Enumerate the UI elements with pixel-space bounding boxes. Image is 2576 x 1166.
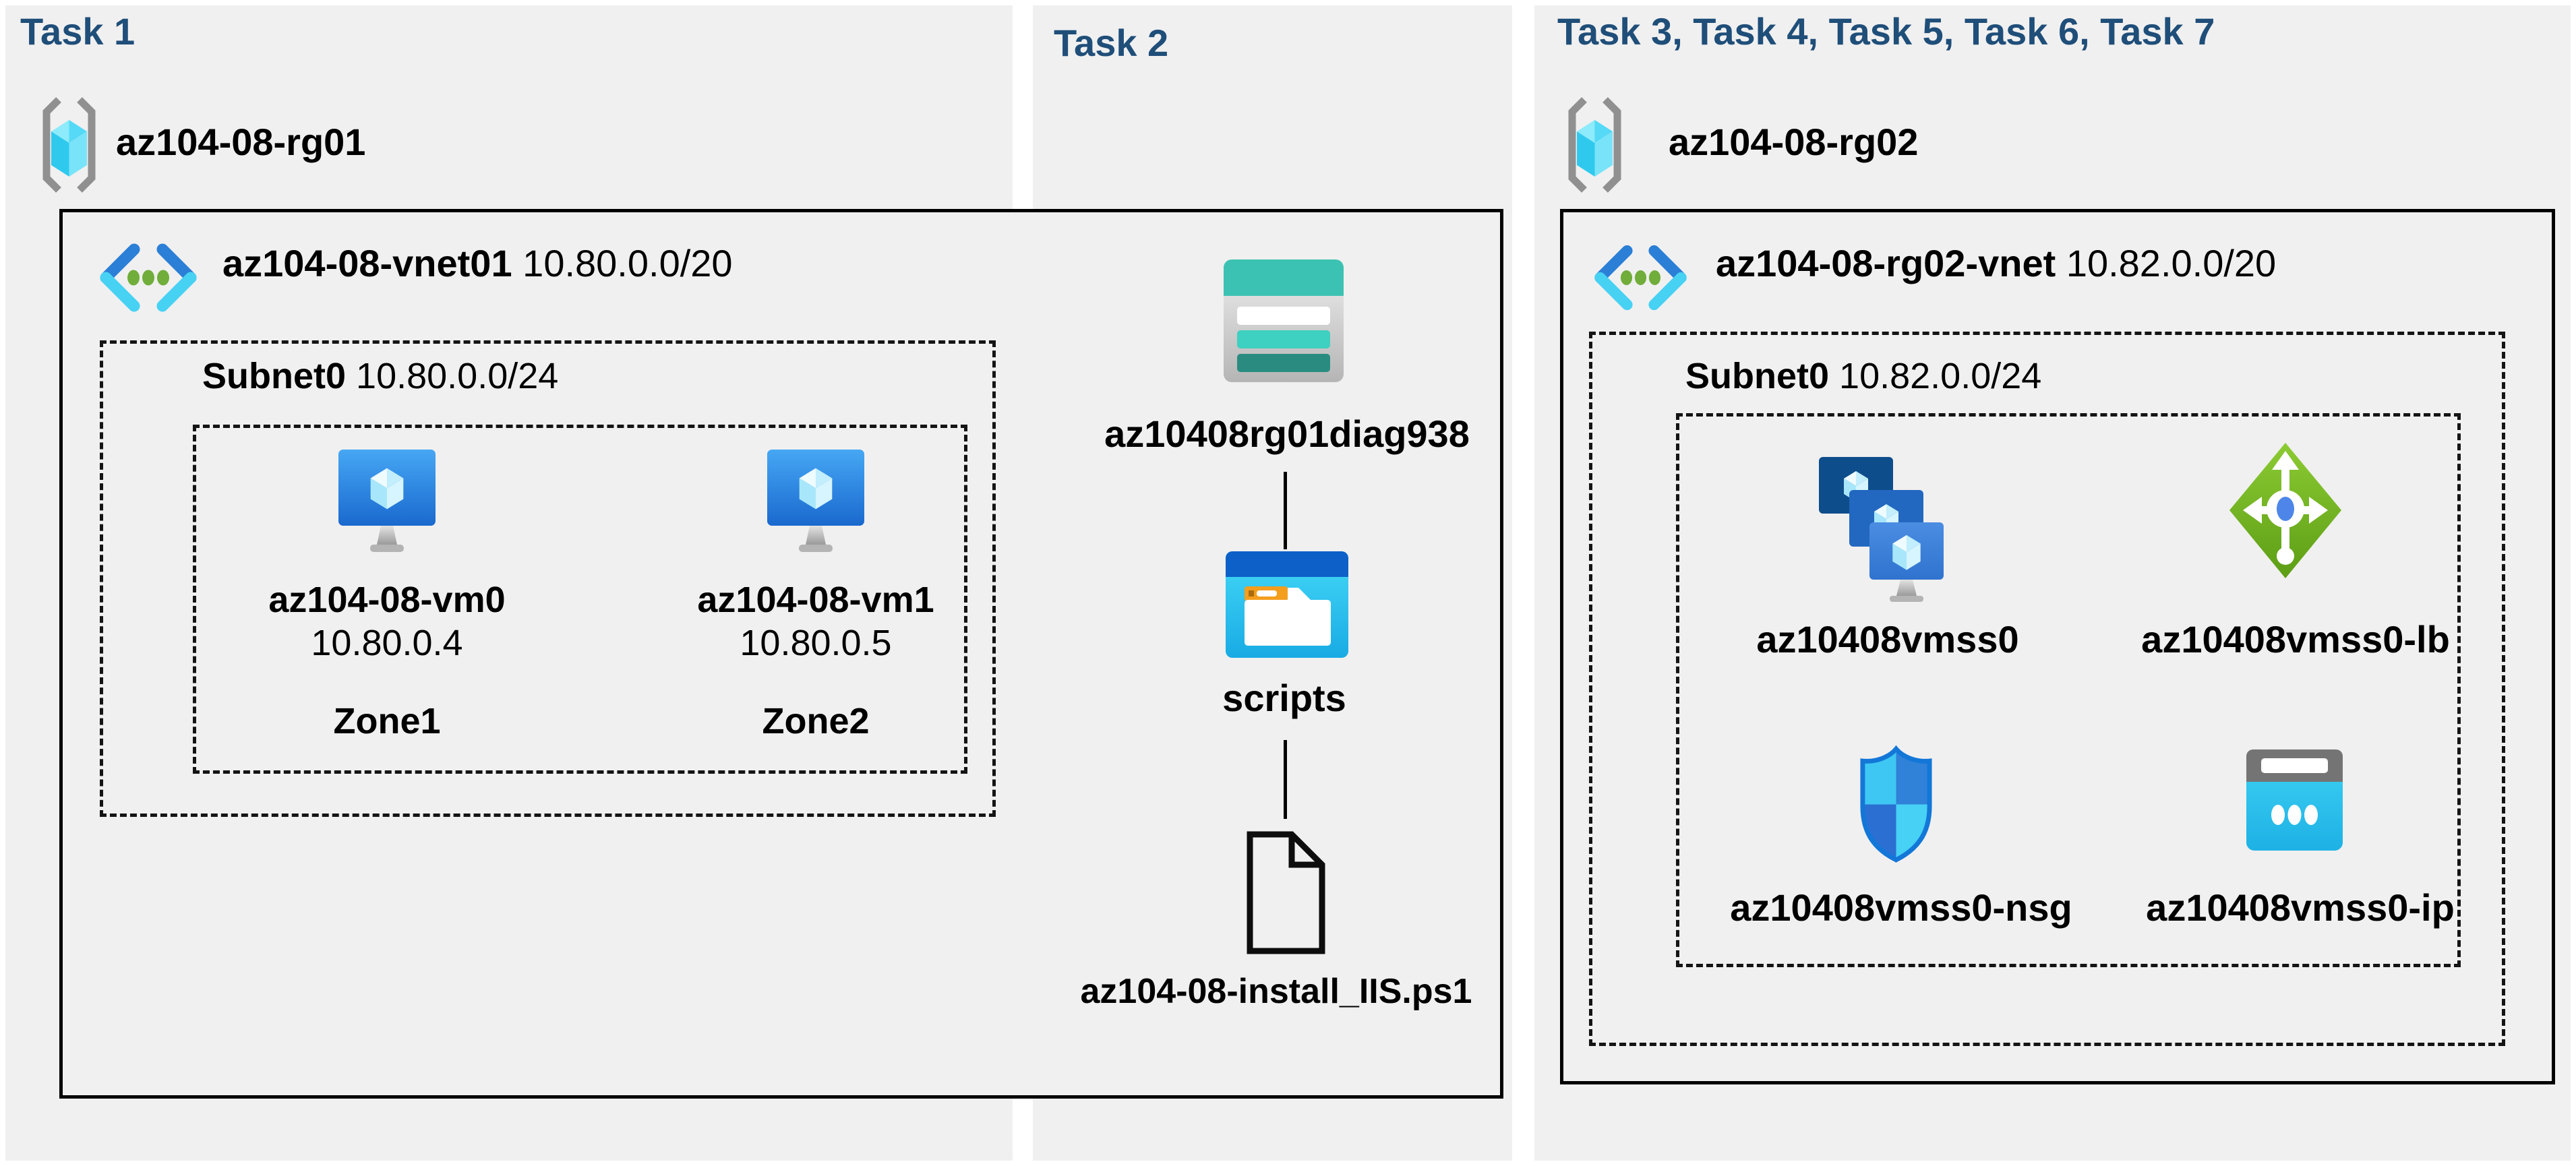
vm-ip: 10.80.0.4	[311, 623, 463, 663]
resource-group-icon	[1568, 97, 1621, 193]
vm-group-box	[193, 425, 967, 774]
vmss-group-box	[1676, 413, 2461, 967]
vm-zone: Zone1	[333, 701, 441, 741]
nsg-label: az10408vmss0-nsg	[1730, 886, 2072, 929]
virtual-machine-icon	[767, 450, 864, 552]
task2-title: Task 2	[1054, 22, 1169, 64]
virtual-network-icon	[1594, 245, 1687, 311]
storage-account-icon	[1224, 259, 1344, 382]
public-ip-label: az10408vmss0-ip	[2146, 886, 2455, 929]
subnet-box-task1	[100, 340, 996, 817]
subnet-box-task3	[1589, 332, 2505, 1046]
subnet-label: Subnet0 10.80.0.0/24	[202, 355, 558, 397]
connector-container-to-file	[1284, 740, 1287, 819]
blob-container-icon	[1226, 551, 1348, 658]
vm-name: az104-08-vm1	[697, 580, 934, 620]
storage-account-label: az10408rg01diag938	[1104, 412, 1470, 455]
vmss-label: az10408vmss0	[1756, 618, 2019, 661]
vnet-label: az104-08-vnet01 10.80.0.0/20	[222, 241, 733, 285]
vnet-cidr: 10.82.0.0/20	[2066, 242, 2277, 284]
vm-name: az104-08-vm0	[268, 580, 506, 620]
subnet-name: Subnet0	[202, 356, 347, 396]
vm-zone: Zone2	[762, 701, 870, 741]
resource-group-icon	[42, 97, 96, 193]
subnet-name: Subnet0	[1685, 356, 1830, 396]
task3-title: Task 3, Task 4, Task 5, Task 6, Task 7	[1557, 10, 2215, 53]
network-security-group-icon	[1856, 745, 1936, 864]
subnet-cidr: 10.80.0.0/24	[356, 356, 559, 396]
script-file-icon	[1247, 831, 1325, 954]
load-balancer-icon	[2229, 443, 2341, 578]
file-label: az104-08-install_IIS.ps1	[1080, 972, 1472, 1011]
subnet-cidr: 10.82.0.0/24	[1839, 356, 2042, 396]
virtual-network-icon	[100, 243, 197, 312]
vnet-label: az104-08-rg02-vnet 10.82.0.0/20	[1716, 241, 2276, 285]
vnet-cidr: 10.80.0.0/20	[522, 242, 733, 284]
vm-scale-set-icon	[1819, 457, 1944, 602]
subnet-label: Subnet0 10.82.0.0/24	[1685, 355, 2041, 397]
resource-group-label: az104-08-rg02	[1669, 121, 1919, 163]
resource-group-label: az104-08-rg01	[116, 121, 366, 163]
connector-storage-to-container	[1284, 472, 1287, 549]
virtual-machine-icon	[338, 450, 436, 552]
vm-ip: 10.80.0.5	[740, 623, 892, 663]
task1-title: Task 1	[20, 10, 136, 53]
container-label: scripts	[1222, 677, 1346, 719]
vnet-name: az104-08-vnet01	[222, 242, 512, 284]
vnet-name: az104-08-rg02-vnet	[1716, 242, 2056, 284]
public-ip-icon	[2246, 749, 2343, 851]
vnet-box-task3	[1560, 209, 2555, 1084]
load-balancer-label: az10408vmss0-lb	[2141, 618, 2450, 661]
